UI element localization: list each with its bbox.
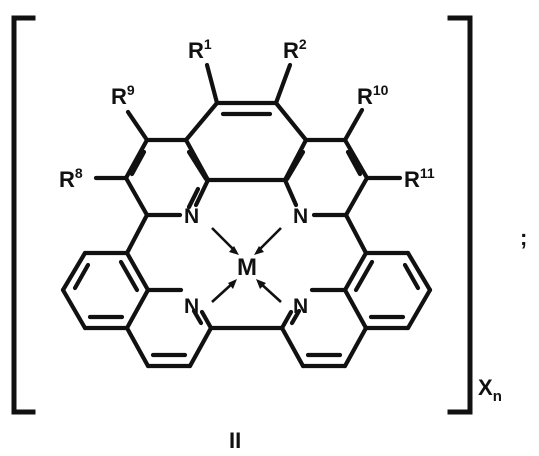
nitrogen-atom-upper-right: N (293, 205, 308, 228)
nitrogen-atom-lower-left: N (184, 295, 199, 318)
nitrogen-atom-lower-right: N (293, 295, 308, 318)
metal-center: M (237, 254, 257, 281)
coordination-arrows (211, 227, 282, 303)
atom-labels: N N N N M (184, 205, 308, 318)
substituent-r9: R9 (111, 82, 135, 109)
compound-label: II (229, 428, 241, 453)
substituent-r11: R11 (404, 165, 435, 192)
substituent-r1: R1 (188, 36, 212, 63)
substituent-r10: R10 (357, 82, 389, 109)
separator-semicolon: ; (520, 225, 527, 250)
bond-skeleton (60, 62, 433, 369)
counterion-label: Xn (478, 375, 502, 405)
substituent-r8: R8 (59, 165, 83, 192)
nitrogen-atom-upper-left: N (184, 205, 199, 228)
left-bracket (11, 15, 36, 415)
right-bracket (447, 15, 473, 415)
substituent-labels: R1 R2 R9 R10 R8 R11 (59, 36, 435, 192)
substituent-r2: R2 (283, 36, 307, 63)
